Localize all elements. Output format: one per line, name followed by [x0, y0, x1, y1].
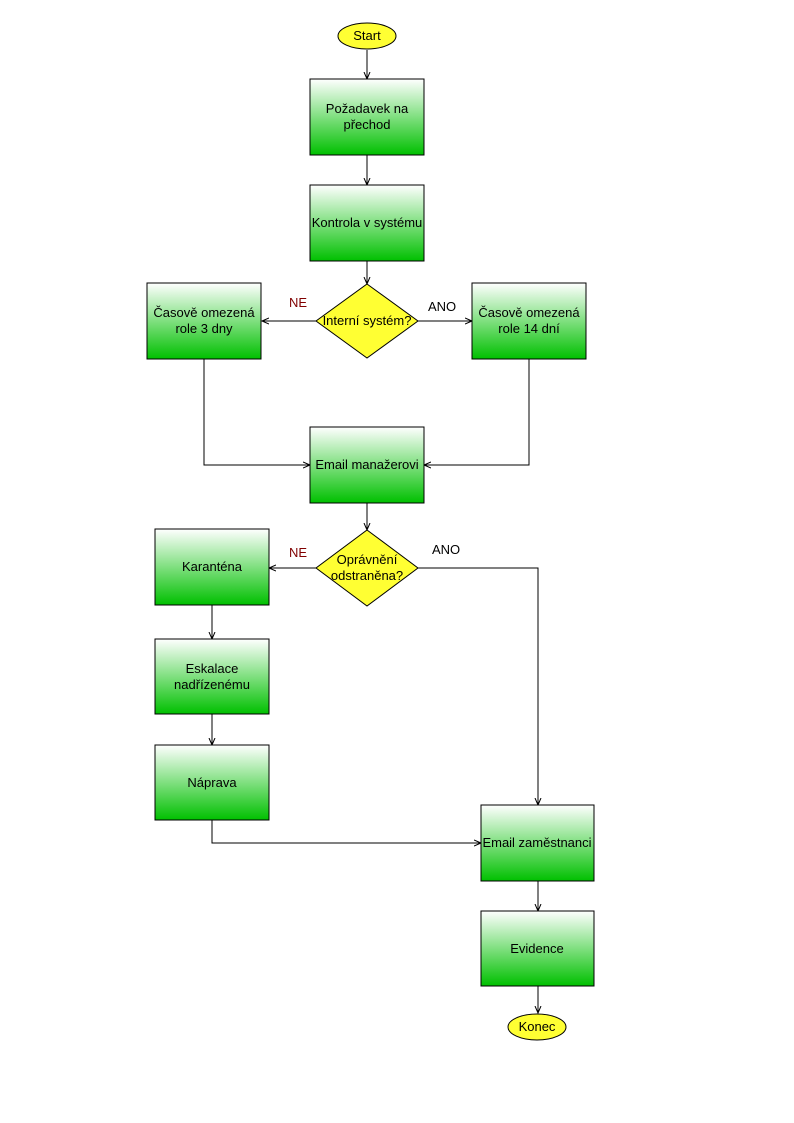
label-line: přechod [344, 117, 391, 132]
label-line: Email zaměstnanci [482, 835, 591, 850]
edge-label-ano-2: ANO [432, 542, 460, 557]
edge-label-ne-2: NE [289, 545, 307, 560]
process-karantena[interactable]: Karanténa [154, 528, 270, 606]
label-line: Email manažerovi [315, 457, 418, 472]
label-line: Časově omezená [478, 305, 580, 320]
label-line: odstraněna? [331, 568, 403, 583]
label-line: role 14 dní [498, 321, 560, 336]
edge-label-ano-1: ANO [428, 299, 456, 314]
label-line: Evidence [510, 941, 563, 956]
email-zamestnanci-label: Email zaměstnanci [482, 835, 591, 850]
label-line: Oprávnění [337, 552, 398, 567]
label-line: Časově omezená [153, 305, 255, 320]
interni-label: Interní systém? [323, 313, 412, 328]
label-line: role 3 dny [175, 321, 233, 336]
decision-interni-system[interactable]: Interní systém? [315, 283, 419, 359]
label-line: Karanténa [182, 559, 243, 574]
edge-label-ne-1: NE [289, 295, 307, 310]
label-line: nadřízenému [174, 677, 250, 692]
kontrola-label: Kontrola v systému [312, 215, 423, 230]
label-line: Interní systém? [323, 313, 412, 328]
edge-opravneni-email-zamestnanci [418, 567, 538, 805]
label-line: Konec [519, 1019, 556, 1034]
email-manazer-label: Email manažerovi [315, 457, 418, 472]
edge-role14-email-manazer [424, 359, 530, 465]
process-email-manazerovi[interactable]: Email manažerovi [309, 426, 425, 504]
label-line: Eskalace [186, 661, 239, 676]
start-label: Start [353, 28, 381, 43]
edge-naprava-email-zamestnanci [211, 820, 481, 843]
label-line: Náprava [187, 775, 237, 790]
edge-role3-email-manazer [203, 359, 310, 465]
label-line: Kontrola v systému [312, 215, 423, 230]
konec-label: Konec [519, 1019, 556, 1034]
evidence-label: Evidence [510, 941, 563, 956]
start-terminal[interactable]: Start [337, 22, 397, 50]
process-kontrola-v-systemu[interactable]: Kontrola v systému [309, 184, 425, 262]
naprava-label: Náprava [187, 775, 237, 790]
edge-labels: NE ANO NE ANO [289, 295, 460, 560]
process-evidence[interactable]: Evidence [480, 910, 595, 987]
end-terminal[interactable]: Konec [507, 1013, 567, 1041]
label-line: Požadavek na [326, 101, 409, 116]
karantena-label: Karanténa [182, 559, 243, 574]
process-naprava[interactable]: Náprava [154, 744, 270, 821]
label-line: Start [353, 28, 381, 43]
process-email-zamestnanci[interactable]: Email zaměstnanci [480, 804, 595, 882]
edges [203, 50, 538, 1013]
